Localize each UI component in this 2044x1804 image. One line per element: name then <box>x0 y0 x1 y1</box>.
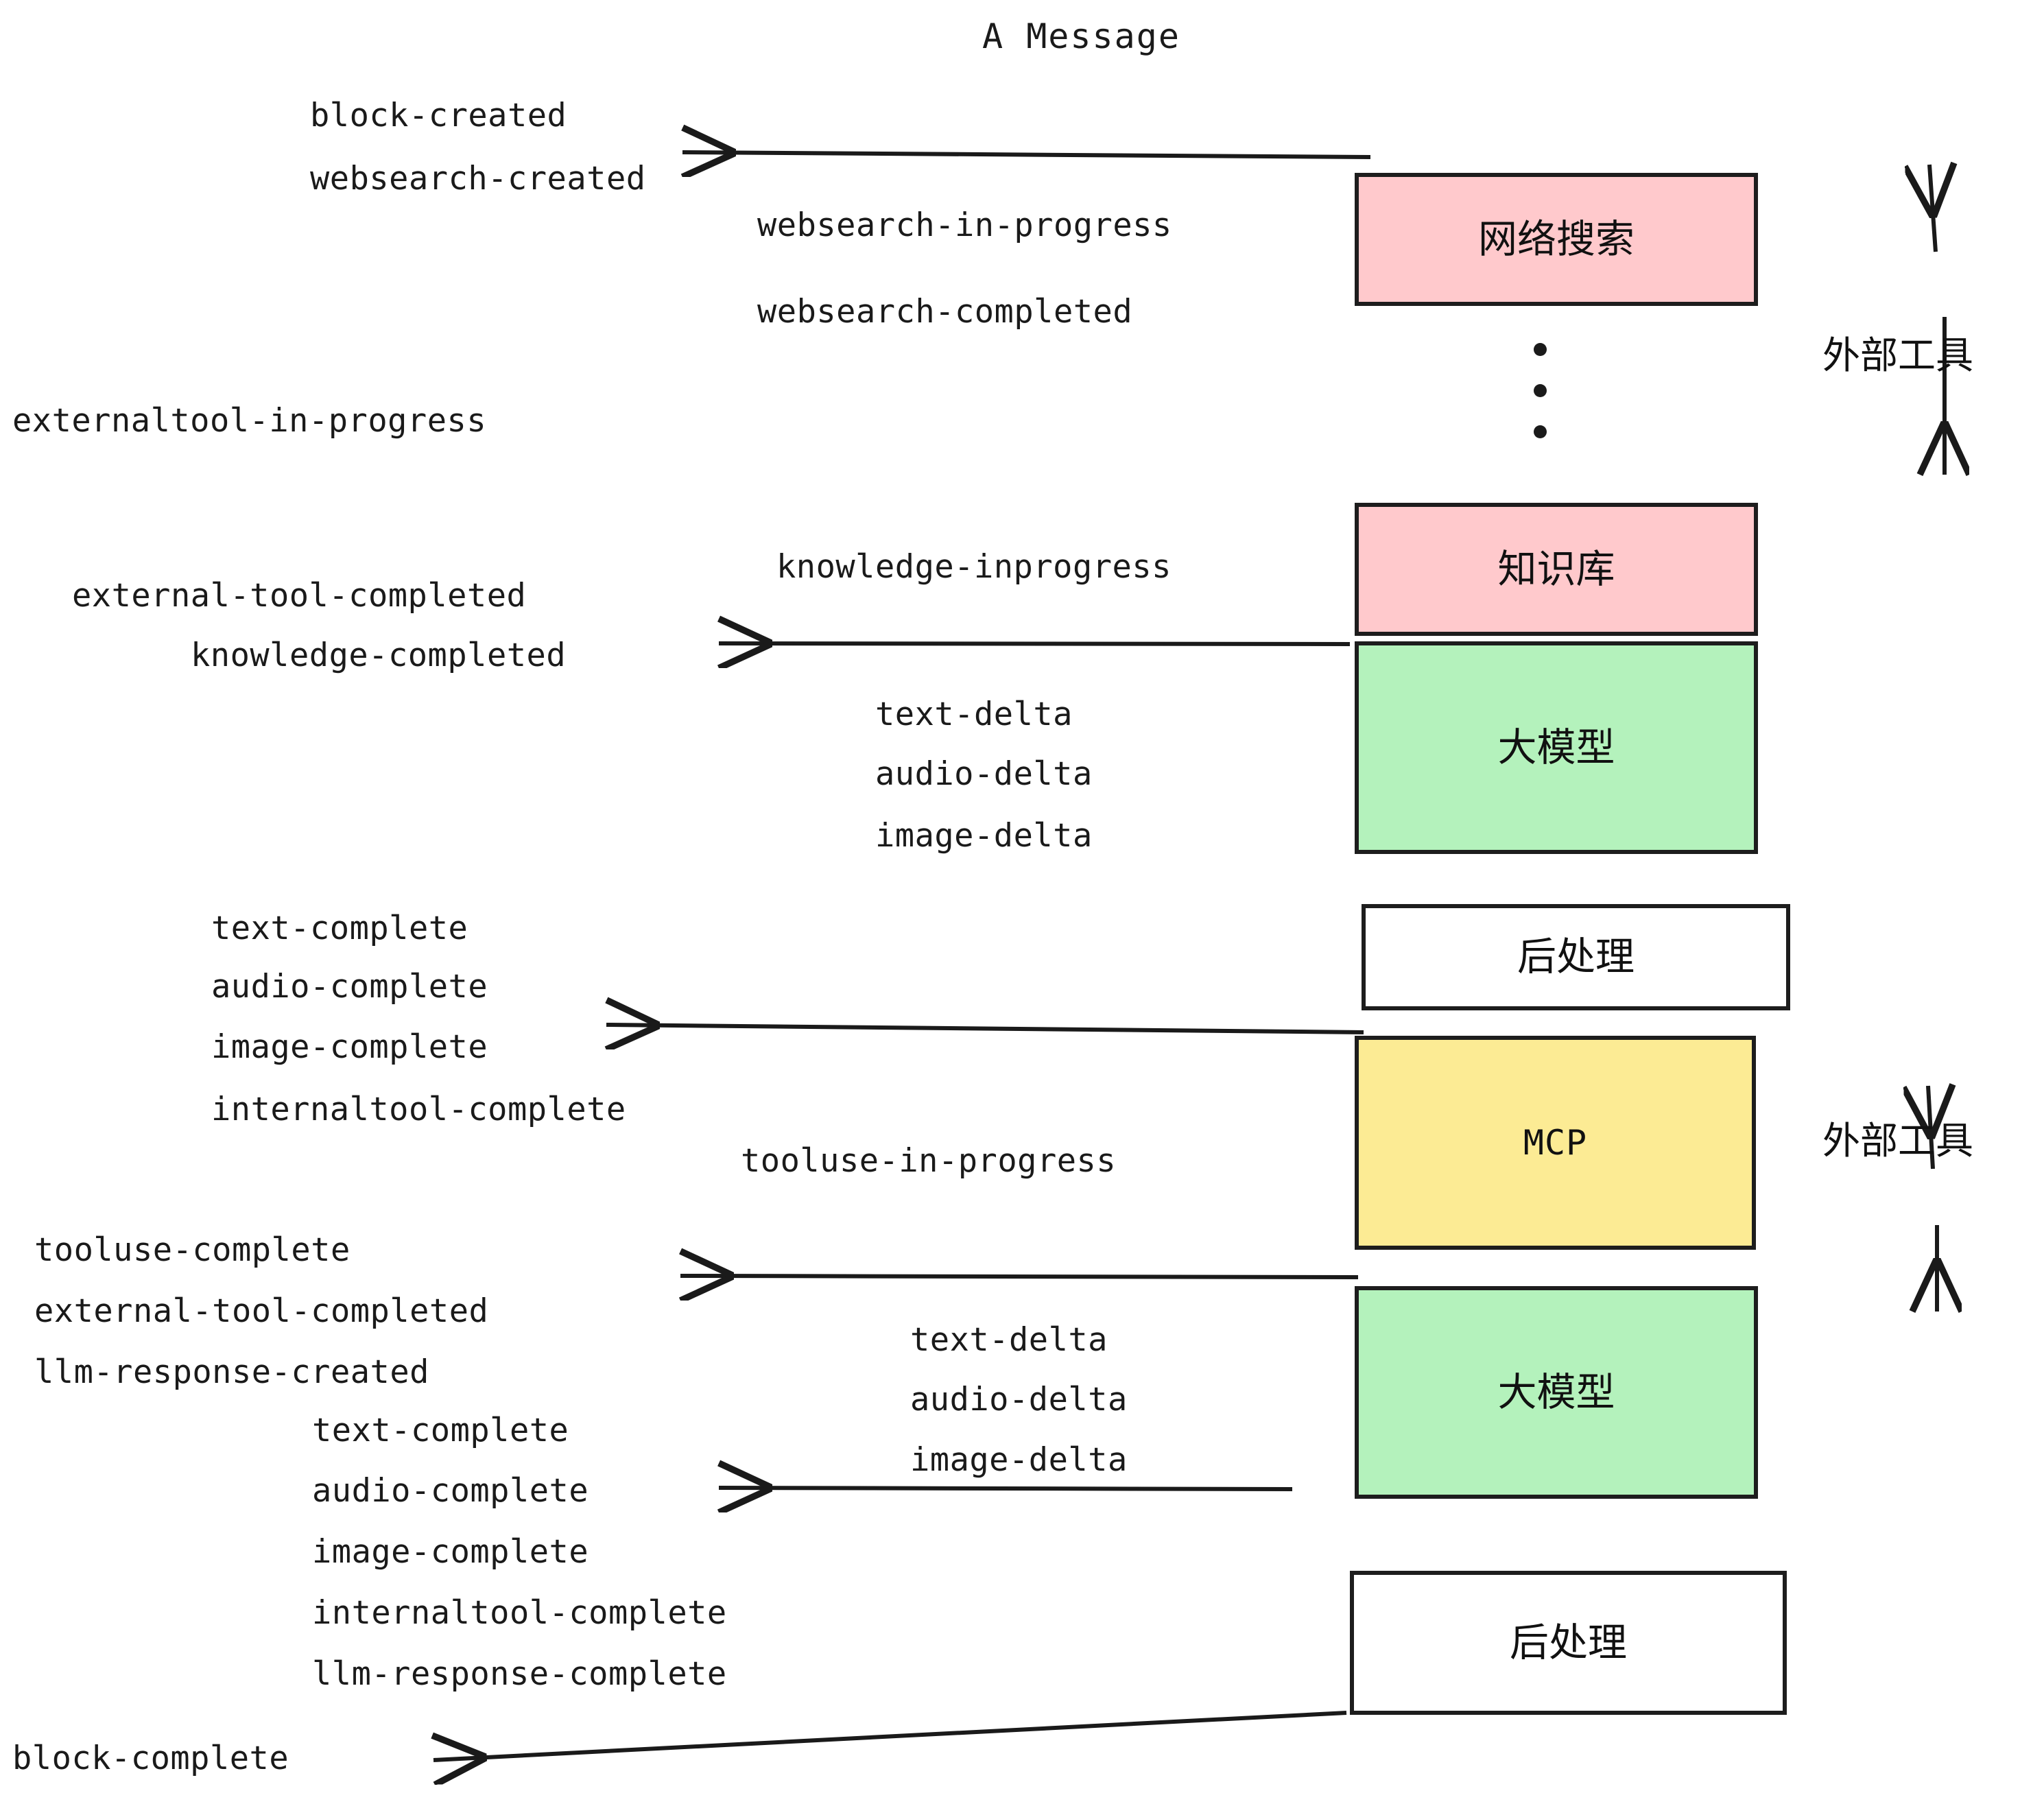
event-llm-response-complete: llm-response-complete <box>312 1655 727 1693</box>
event-block-complete: block-complete <box>12 1740 289 1777</box>
event-llm-response-created: llm-response-created <box>34 1353 429 1391</box>
event-text-complete-2: text-complete <box>312 1412 569 1449</box>
arrow-websearch-created <box>682 152 1371 157</box>
box-llm-bottom[interactable]: 大模型 <box>1355 1286 1758 1499</box>
vertical-ellipsis <box>1534 343 1547 466</box>
event-image-delta-2: image-delta <box>910 1441 1128 1479</box>
box-postprocess-top[interactable]: 后处理 <box>1362 904 1790 1010</box>
box-llm-bottom-label: 大模型 <box>1497 1369 1615 1415</box>
event-image-delta-1: image-delta <box>875 817 1093 855</box>
event-internaltool-complete-1: internaltool-complete <box>211 1091 626 1128</box>
arrow-image-complete <box>606 1025 1364 1032</box>
event-audio-delta-1: audio-delta <box>875 755 1093 793</box>
event-block-created: block-created <box>310 97 567 134</box>
box-postprocess-bottom[interactable]: 后处理 <box>1350 1571 1787 1715</box>
event-knowledge-completed: knowledge-completed <box>191 637 567 674</box>
event-audio-delta-2: audio-delta <box>910 1381 1128 1419</box>
event-websearch-in-progress: websearch-in-progress <box>757 206 1172 244</box>
event-externaltool-in-progress: externaltool-in-progress <box>12 402 487 440</box>
box-mcp[interactable]: MCP <box>1355 1036 1756 1250</box>
event-knowledge-inprogress: knowledge-inprogress <box>776 548 1172 586</box>
box-websearch-label: 网络搜索 <box>1478 216 1635 262</box>
event-audio-complete-1: audio-complete <box>211 968 488 1006</box>
arrow-tooluse-complete <box>680 1276 1359 1277</box>
event-tooluse-in-progress: tooluse-in-progress <box>741 1142 1117 1180</box>
box-postprocess-top-label: 后处理 <box>1517 934 1635 980</box>
box-websearch[interactable]: 网络搜索 <box>1355 173 1758 306</box>
box-mcp-label: MCP <box>1523 1123 1588 1163</box>
event-internaltool-complete-2: internaltool-complete <box>312 1594 727 1632</box>
box-postprocess-bottom-label: 后处理 <box>1510 1619 1627 1665</box>
event-image-complete-1: image-complete <box>211 1028 488 1066</box>
event-websearch-created: websearch-created <box>310 160 646 198</box>
arrow-audio-complete <box>719 1488 1293 1489</box>
page-title: A Message <box>982 16 1180 56</box>
arrow-knowledge-completed <box>719 643 1351 644</box>
event-image-complete-2: image-complete <box>312 1533 589 1571</box>
event-audio-complete-2: audio-complete <box>312 1472 589 1510</box>
event-text-delta-1: text-delta <box>875 696 1073 733</box>
arrow-block-complete <box>433 1711 1347 1760</box>
event-external-tool-completed-1: external-tool-completed <box>72 577 527 615</box>
side-label-external-tool-bottom: 外部工具 <box>1822 1119 1974 1163</box>
side-label-external-tool-top: 外部工具 <box>1822 333 1974 377</box>
event-text-delta-2: text-delta <box>910 1321 1108 1359</box>
event-text-complete-1: text-complete <box>211 910 468 947</box>
arrow-external-tool-up-top <box>1929 165 1936 252</box>
box-knowledge-base-label: 知识库 <box>1497 546 1615 592</box>
event-external-tool-completed-2: external-tool-completed <box>34 1292 489 1330</box>
event-tooluse-complete: tooluse-complete <box>34 1231 350 1269</box>
box-llm-top[interactable]: 大模型 <box>1355 641 1758 854</box>
event-websearch-completed: websearch-completed <box>757 293 1133 331</box>
box-llm-top-label: 大模型 <box>1497 724 1615 770</box>
box-knowledge-base[interactable]: 知识库 <box>1355 503 1758 636</box>
